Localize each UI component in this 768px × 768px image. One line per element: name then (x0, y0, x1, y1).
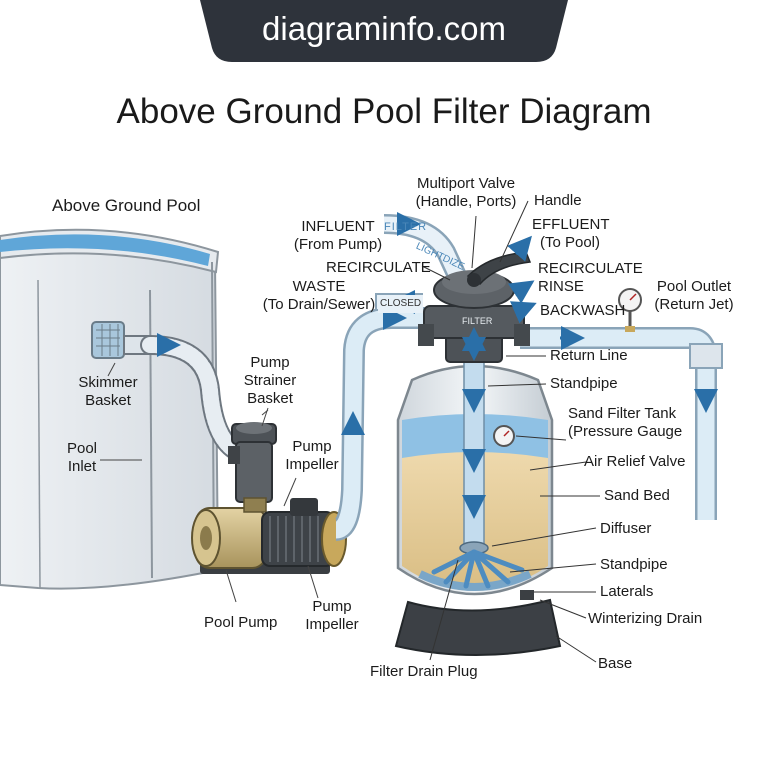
influent-inlet-band (383, 214, 468, 283)
banner-background (200, 0, 568, 62)
label-laterals: Laterals (600, 583, 654, 600)
label-base: Base (598, 655, 633, 672)
sand-filter-tank (394, 333, 562, 656)
multiport-valve (418, 251, 532, 361)
influent-pipe (333, 306, 428, 541)
label-above-ground-pool: Above Ground Pool (52, 196, 201, 215)
label-multiport-valve: Multiport Valve(Handle, Ports) (415, 175, 517, 210)
label-influent: INFLUENT(From Pump) (293, 218, 383, 253)
label-diffuser: Diffuser (600, 520, 652, 537)
page-title: Above Ground Pool Filter Diagram (116, 92, 652, 131)
label-effluent: EFFLUENT(To Pool) (532, 216, 610, 251)
filter-pipe-tag: FILTER (384, 221, 428, 233)
label-sand-filter-tank: Sand Filter Tank(Pressure Gauge (568, 405, 683, 440)
label-recirculate-left: RECIRCULATE (326, 259, 431, 276)
suction-hose (123, 333, 248, 462)
label-standpipe-bottom: Standpipe (600, 556, 668, 573)
closed-tag: CLOSED (378, 295, 424, 313)
label-return-line: Return Line (550, 347, 628, 364)
leader-lines (421, 200, 600, 663)
pool-pump (191, 407, 347, 603)
label-air-relief-valve: Air Relief Valve (584, 453, 686, 470)
filter-valve-tag: FILTER (462, 316, 493, 326)
label-sand-bed: Sand Bed (604, 487, 670, 504)
above-ground-pool (0, 228, 220, 590)
label-backwash: BACKWASH (540, 302, 626, 319)
label-filter-drain-plug: Filter Drain Plug (370, 663, 478, 680)
label-standpipe-top: Standpipe (550, 375, 618, 392)
site-banner[interactable]: diagraminfo.com (262, 10, 506, 47)
return-line-pipe (520, 288, 723, 520)
label-waste: WASTE(To Drain/Sewer) (262, 278, 376, 313)
label-winterizing-drain: Winterizing Drain (588, 610, 703, 627)
label-pool-pump: Pool Pump (204, 614, 278, 631)
label-pool-outlet: Pool Outlet(Return Jet) (654, 278, 734, 313)
label-handle: Handle (534, 192, 582, 209)
